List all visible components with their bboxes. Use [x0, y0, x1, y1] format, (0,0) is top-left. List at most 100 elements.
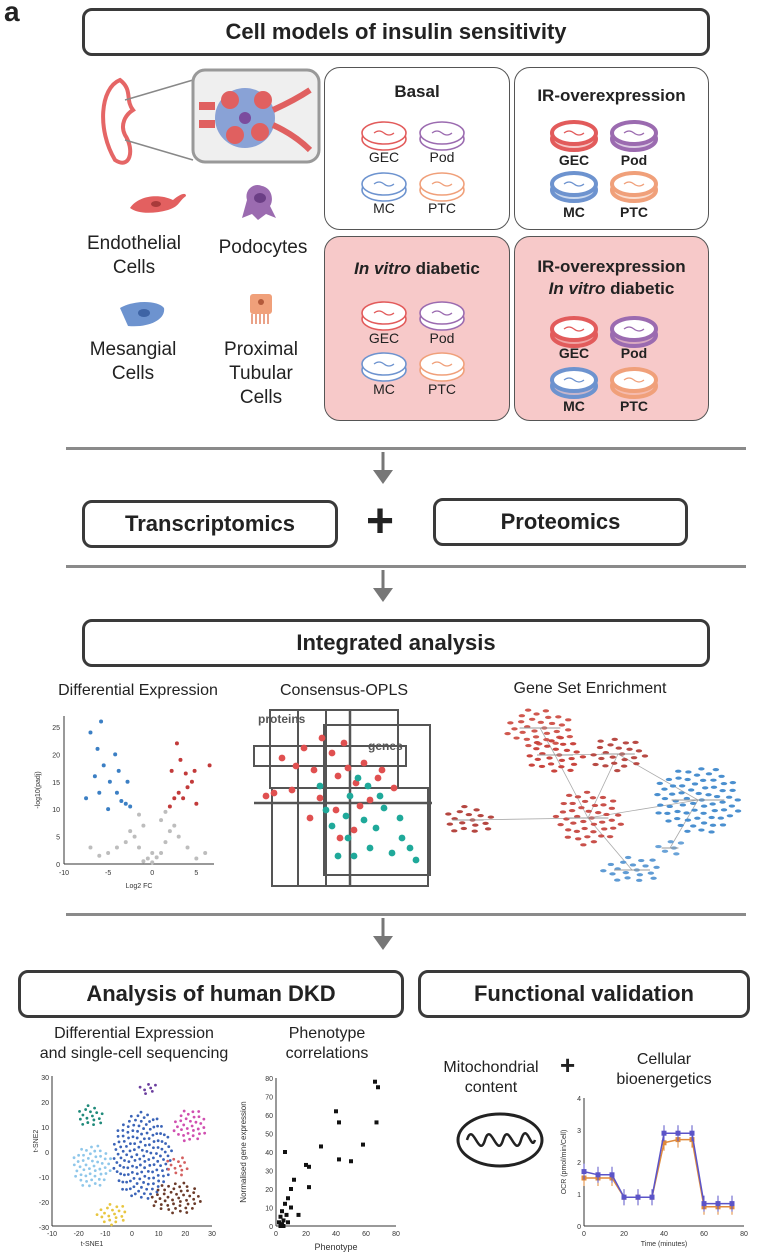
- y-tick-label: 0: [56, 862, 60, 869]
- tsne-point: [160, 1124, 163, 1128]
- tsne-point: [96, 1144, 100, 1148]
- tsne-point: [158, 1197, 162, 1200]
- tsne-point: [190, 1206, 194, 1210]
- tsne-point: [148, 1127, 152, 1131]
- phenotype-point: [286, 1220, 290, 1225]
- culture-dish-icon: [419, 352, 465, 382]
- volcano-point: [97, 853, 102, 858]
- tsne-point: [179, 1189, 183, 1193]
- opls-protein-point: [318, 734, 326, 742]
- tsne-point: [184, 1117, 188, 1121]
- tsne-point: [162, 1180, 166, 1184]
- network-node: [606, 835, 614, 839]
- tsne-point: [86, 1104, 90, 1108]
- network-node: [519, 730, 526, 734]
- tsne-point: [144, 1092, 147, 1095]
- network-node: [546, 756, 553, 760]
- gene-set-network: [445, 708, 742, 882]
- tsne-point: [167, 1145, 171, 1149]
- tsne-point: [82, 1168, 86, 1172]
- tsne-point: [108, 1218, 112, 1222]
- tsne-point: [108, 1203, 112, 1206]
- network-node: [569, 742, 577, 746]
- endothelial-line1: Endothelial: [86, 233, 182, 254]
- network-node: [636, 878, 643, 882]
- ir-diabetic-title2-rest: diabetic: [605, 279, 675, 298]
- y-tick-label: 0: [45, 1150, 49, 1157]
- y-tick-label: 4: [577, 1096, 581, 1103]
- tsne-point: [121, 1205, 125, 1208]
- tsne-point: [199, 1122, 203, 1125]
- x-tick-label: 40: [660, 1231, 668, 1238]
- network-node: [564, 728, 572, 732]
- transcriptomics-box: Transcriptomics: [82, 500, 338, 548]
- volcano-point: [176, 790, 181, 795]
- network-node: [564, 828, 572, 832]
- tsne-point: [169, 1190, 173, 1194]
- volcano-point: [113, 752, 118, 757]
- tsne-point: [103, 1166, 107, 1170]
- tsne-point: [197, 1115, 201, 1119]
- x-axis-label: Phenotype: [314, 1242, 357, 1252]
- tsne-point: [131, 1129, 135, 1133]
- opls-title: Consensus-OPLS: [279, 682, 409, 699]
- network-node: [669, 784, 677, 788]
- plus-icon-2: +: [560, 1050, 576, 1080]
- tsne-point: [135, 1136, 139, 1140]
- network-node: [570, 821, 577, 825]
- tsne-point: [145, 1149, 149, 1153]
- phenotype-point: [361, 1142, 365, 1147]
- network-node: [719, 823, 727, 827]
- tsne-point: [98, 1167, 102, 1171]
- dish-label: MC: [373, 200, 395, 216]
- volcano-point: [119, 798, 124, 803]
- opls-protein-point: [374, 774, 382, 782]
- tsne-point: [123, 1159, 126, 1162]
- network-node: [661, 796, 669, 801]
- ocr-point: [661, 1140, 667, 1146]
- network-node: [565, 793, 573, 797]
- volcano-point: [207, 763, 212, 768]
- tsne-point: [182, 1123, 186, 1127]
- phenotype-point: [283, 1150, 287, 1154]
- tsne-point: [91, 1114, 94, 1118]
- tsne-point: [137, 1124, 141, 1128]
- ocr-point: [729, 1201, 735, 1207]
- tsne-point: [116, 1129, 120, 1133]
- opls-gene-point: [360, 816, 368, 824]
- tsne-point: [104, 1172, 108, 1175]
- tsne-point: [142, 1127, 145, 1130]
- network-node: [459, 821, 466, 825]
- network-node: [683, 811, 690, 815]
- network-node: [568, 756, 575, 761]
- culture-dish-icon: [550, 316, 598, 348]
- tsne-point: [121, 1149, 125, 1153]
- tsne-point: [192, 1129, 195, 1132]
- network-node: [599, 795, 607, 800]
- phenotype-point: [278, 1214, 283, 1219]
- diff-sc-line1: Differential Expression: [54, 1025, 214, 1042]
- tsne-point: [156, 1124, 159, 1128]
- network-node: [705, 793, 712, 797]
- network-node: [719, 800, 726, 804]
- tsne-point: [128, 1179, 132, 1183]
- tsne-point: [173, 1166, 177, 1170]
- network-node: [677, 823, 684, 828]
- network-node: [568, 809, 576, 813]
- tsne-point: [149, 1151, 153, 1155]
- dish-label: MC: [563, 204, 585, 220]
- tsne-point: [139, 1195, 143, 1199]
- panel-letter: a: [4, 0, 20, 27]
- volcano-point: [101, 763, 106, 768]
- tsne-point: [110, 1223, 113, 1227]
- volcano-point: [137, 812, 141, 817]
- dish-label: Pod: [429, 149, 455, 165]
- tsne-point: [185, 1198, 188, 1202]
- opls-protein-point: [262, 792, 270, 800]
- tsne-point: [145, 1187, 149, 1191]
- dish-label: Pod: [429, 330, 455, 346]
- tsne-point: [178, 1204, 182, 1208]
- mesangial-line1: Mesangial: [89, 339, 177, 360]
- tsne-point: [120, 1215, 124, 1218]
- network-node: [690, 824, 697, 828]
